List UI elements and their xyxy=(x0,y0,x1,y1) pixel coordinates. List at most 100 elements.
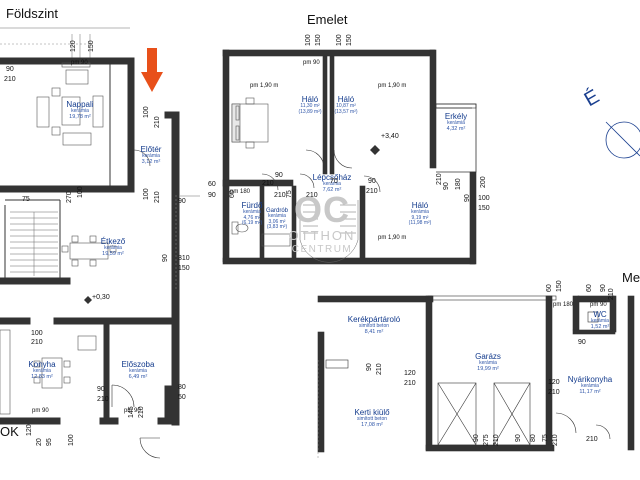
room-wc: WC kerámia 1,52 m² xyxy=(590,310,610,330)
dimension-label: 210 xyxy=(404,380,416,387)
dimension-label: 100 xyxy=(31,330,43,337)
dimension-label: 200 xyxy=(480,176,487,188)
pm-label: pm 90 xyxy=(32,408,49,414)
dimension-label: 210 xyxy=(586,436,598,443)
dimension-label: 90 xyxy=(464,194,471,202)
watermark-line2: CENTRUM xyxy=(291,243,353,255)
dimension-label: 150 xyxy=(178,265,190,272)
dimension-label: 210 xyxy=(154,116,161,128)
dimension-label: 310 xyxy=(178,255,190,262)
room-lepcsohaz: Lépcsőház kerámia 7,62 m² xyxy=(312,173,352,193)
dimension-label: 210 xyxy=(608,288,615,300)
pm-label: pm 90 xyxy=(71,60,88,66)
room-halo-3: Háló kerámia 9,19 m² (11,98 m²) xyxy=(408,201,432,226)
level-ground: +0,30 xyxy=(92,294,110,301)
room-eloter: Előtér kerámia 3,12 m² xyxy=(140,145,162,165)
dimension-label: 95 xyxy=(46,438,53,446)
pm-label: pm 180 xyxy=(230,189,251,195)
dimension-label: 100 xyxy=(305,34,312,46)
pm-label: pm 1,90 m xyxy=(378,235,407,241)
dimension-label: 210 xyxy=(97,396,109,403)
dimension-label: 120 xyxy=(404,370,416,377)
room-etkezo: Étkező kerámia 19,59 m² xyxy=(100,237,126,257)
ground-doors xyxy=(111,149,161,459)
dimension-label: 100 xyxy=(143,106,150,118)
dimension-label: 275 xyxy=(483,434,490,446)
balcony-outline xyxy=(436,103,477,173)
upper-floor-title: Emelet xyxy=(307,12,348,27)
dimension-label: 100 xyxy=(77,186,84,198)
room-halo-1: Háló 11,30 m² (13,89 m²) xyxy=(298,95,322,115)
ground-terrace-outline xyxy=(0,43,177,290)
room-halo-2: Háló 10,87 m² (13,57 m²) xyxy=(334,95,358,115)
room-kerti-kiulo: Kerti kiülő simított beton 17,08 m² xyxy=(354,408,390,428)
dimension-label: 145 xyxy=(128,406,135,418)
dimension-label: 210 xyxy=(436,173,443,185)
pm-label: pm 90 xyxy=(590,302,607,308)
watermark: OC OTTHON CENTRUM xyxy=(286,192,358,255)
dimension-label: 210 xyxy=(31,339,43,346)
watermark-line1: OTTHON xyxy=(288,228,356,243)
dimension-label: 50 xyxy=(178,394,186,401)
level-upper: +3,40 xyxy=(381,133,399,140)
dimension-label: 150 xyxy=(478,205,490,212)
dimension-label: 90 xyxy=(208,192,216,199)
dimension-label: 210 xyxy=(4,76,16,83)
upper-stairs xyxy=(299,200,359,263)
watermark-logo: OC xyxy=(294,189,350,230)
dimension-label: 150 xyxy=(346,34,353,46)
kitchen-furniture xyxy=(0,329,97,415)
dimension-label: 120 xyxy=(70,40,77,52)
north-arrow-compass xyxy=(605,121,640,159)
dining-table xyxy=(61,235,117,267)
dimension-label: 210 xyxy=(376,363,383,375)
dimension-label: 150 xyxy=(556,280,563,292)
dimension-label: 90 xyxy=(473,434,480,442)
dimension-label: 100 xyxy=(478,195,490,202)
room-erkely: Erkély kerámia 4,32 m² xyxy=(444,112,468,132)
bottom-left-title: OK xyxy=(0,424,19,439)
pm-label: pm 1,90 m xyxy=(378,83,407,89)
ground-stairs xyxy=(10,211,58,276)
dimension-label: 90 xyxy=(443,182,450,190)
dimension-label: 90 xyxy=(178,198,186,205)
dimension-label: 90 xyxy=(600,284,607,292)
room-konyha: Konyha kerámia 12,83 m² xyxy=(28,360,56,380)
dimension-label: 210 xyxy=(154,191,161,203)
dimension-label: 180 xyxy=(455,178,462,190)
room-kerekpartarolo: Kerékpártároló simított beton 8,41 m² xyxy=(347,315,401,335)
basement-outlines xyxy=(325,311,611,446)
dimension-label: 60 xyxy=(546,284,553,292)
room-nappali: Nappali kerámia 19,78 m² xyxy=(66,100,94,120)
dimension-label: 270 xyxy=(66,191,73,203)
living-room-furniture xyxy=(36,62,104,146)
dimension-label: 150 xyxy=(88,40,95,52)
dimension-label: 90 xyxy=(368,178,376,185)
room-gardrob: Gardrób kerámia 3,06 m² (3,83 m²) xyxy=(265,208,289,230)
dimension-label: 75 xyxy=(286,190,293,198)
dimension-label: 100 xyxy=(336,34,343,46)
dimension-label: 90 xyxy=(578,339,586,346)
basement-title: Me xyxy=(622,270,640,285)
room-eloszoba: Előszoba kerámia 6,49 m² xyxy=(121,360,155,380)
level-symbol-ground xyxy=(84,296,92,304)
dimension-label: 210 xyxy=(262,180,274,187)
dimension-label: 80 xyxy=(178,384,186,391)
pm-label: pm 180 xyxy=(553,302,574,308)
dimension-label: 75 xyxy=(542,434,549,442)
upper-furniture xyxy=(231,97,291,247)
dimension-label: 60 xyxy=(229,190,236,198)
room-furdo: Fürdő kerámia 4,76 m² (6,19 m²) xyxy=(241,201,263,226)
pm-label: pm 90 xyxy=(303,60,320,66)
level-symbol-upper xyxy=(370,145,380,155)
basement-walls xyxy=(317,295,635,453)
dimension-label: 210 xyxy=(552,434,559,446)
dimension-label: 150 xyxy=(315,34,322,46)
upper-doors xyxy=(261,149,381,193)
dimension-label: 120 xyxy=(548,379,560,386)
dimension-label: 20 xyxy=(36,438,43,446)
dimension-label: 90 xyxy=(366,363,373,371)
north-letter-e: É xyxy=(580,85,603,112)
ground-floor-title: Földszint xyxy=(6,6,59,21)
